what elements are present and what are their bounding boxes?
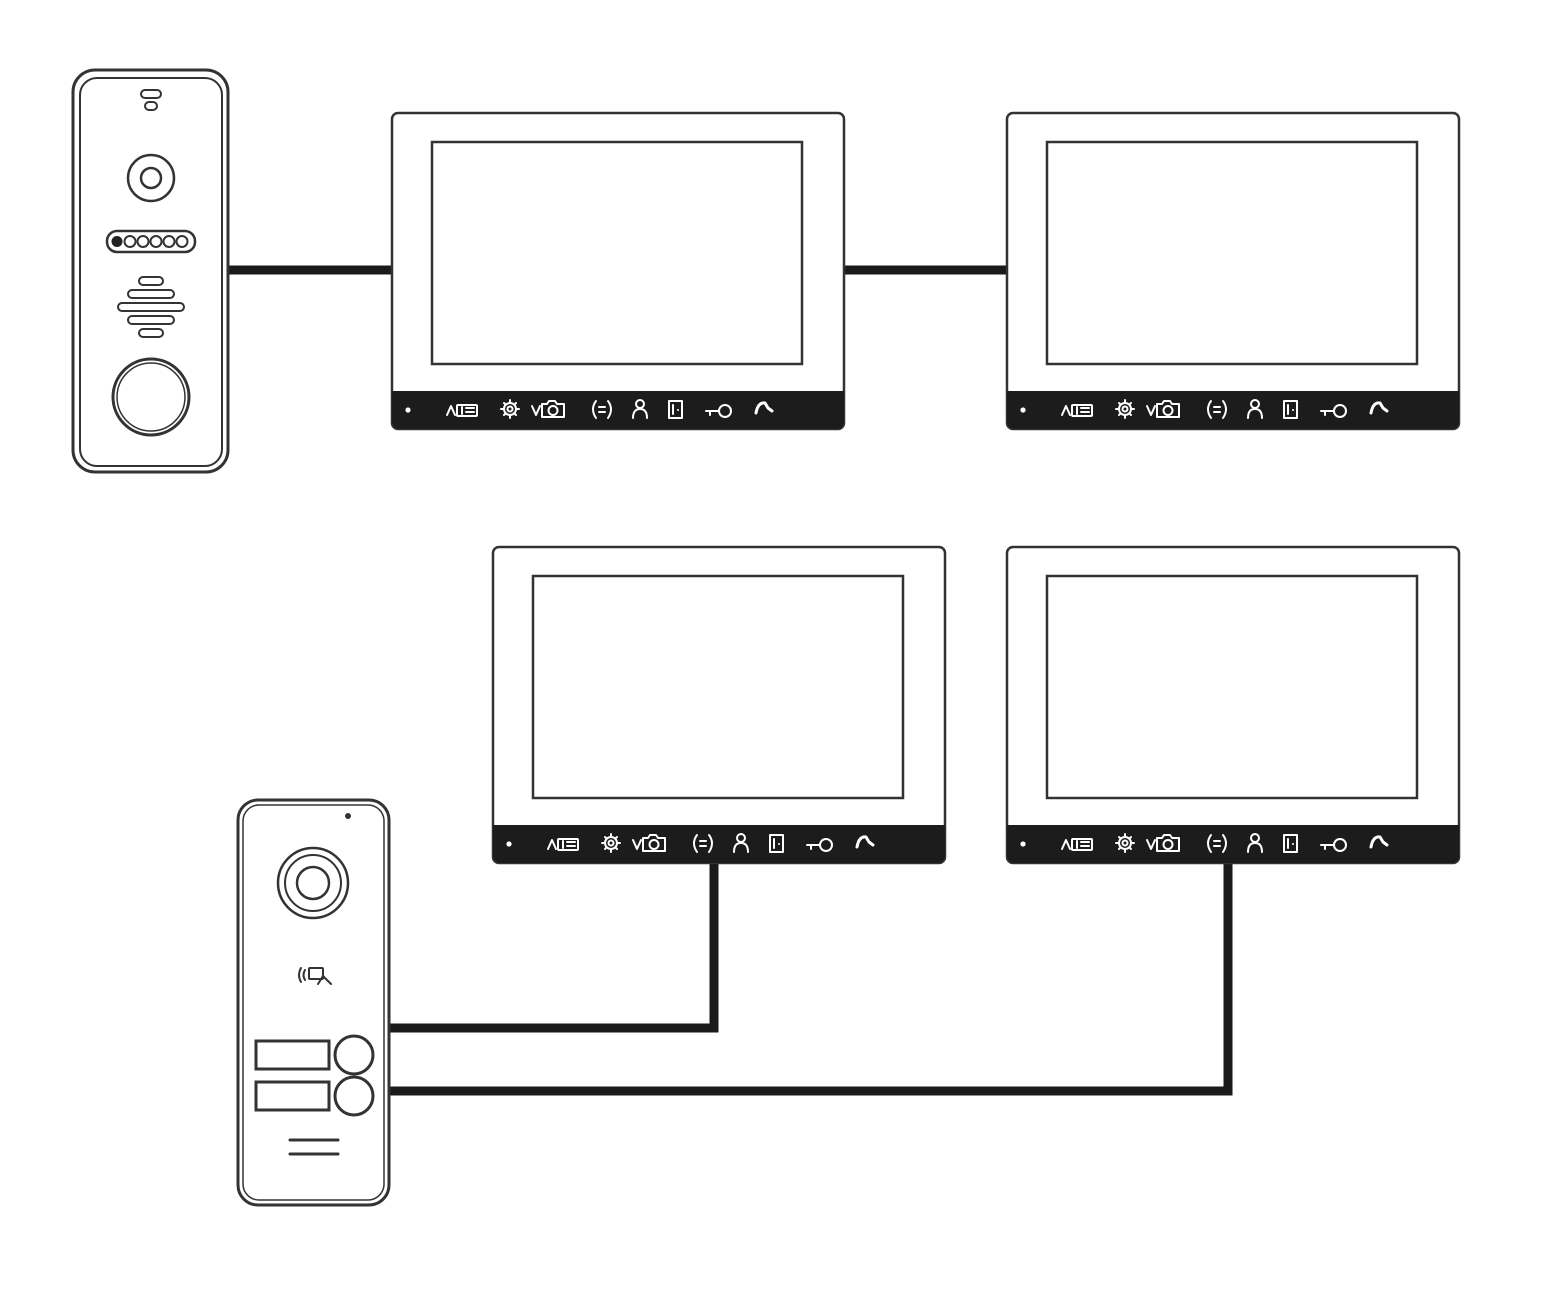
indoor-monitor-3 [493, 547, 945, 863]
outdoor-panel-two-button [236, 798, 391, 1207]
camera-lens-icon [126, 153, 176, 203]
camera-lens-icon [276, 846, 350, 920]
speaker-grille-icon [288, 1138, 340, 1156]
nameplate-icon [254, 1039, 331, 1112]
wiring [225, 265, 1233, 1096]
call-button-icon [333, 1034, 375, 1117]
status-led-icon [345, 813, 351, 819]
led-icon [140, 89, 162, 111]
wire-panel-button-2-to-monitor-4 [388, 860, 1233, 1096]
indoor-monitor-4 [1007, 547, 1459, 863]
indoor-monitor-1 [392, 113, 844, 429]
wire-panel-button-1-to-monitor-3 [388, 860, 719, 1033]
rfid-card-icon [298, 967, 332, 985]
indoor-monitor-2 [1007, 113, 1459, 429]
ir-led-strip-icon [105, 229, 197, 254]
speaker-grille-icon [117, 276, 185, 338]
call-button-icon [111, 357, 191, 437]
outdoor-panel-single [71, 68, 230, 474]
